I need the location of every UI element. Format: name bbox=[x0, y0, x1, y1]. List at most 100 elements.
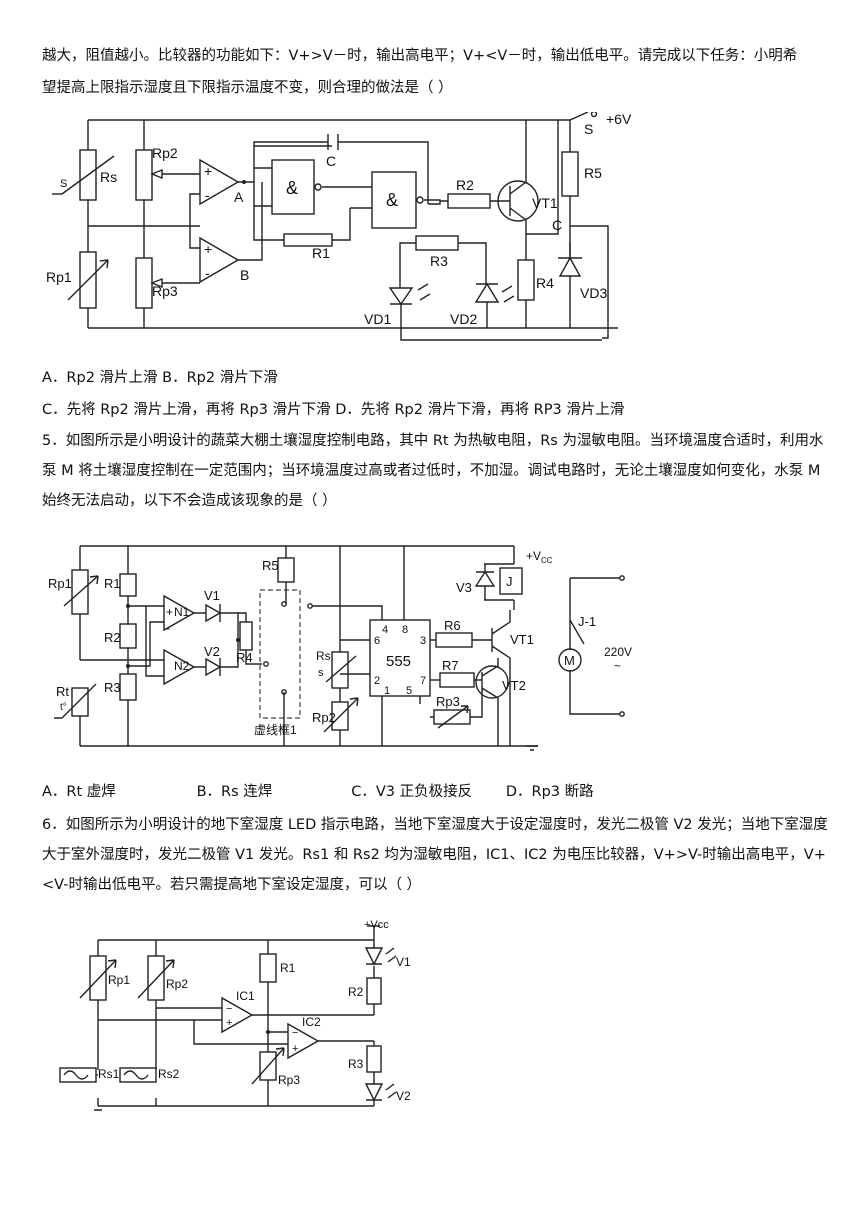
q5-label-vt1: VT1 bbox=[510, 632, 534, 647]
q5-label-r3: R3 bbox=[104, 680, 121, 695]
q6-label-ic2: IC2 bbox=[302, 1015, 321, 1029]
q5-label-r6: R6 bbox=[444, 618, 461, 633]
q6-stem: 6．如图所示为小明设计的地下室湿度 LED 指示电路，当地下室湿度大于设定湿度时… bbox=[42, 817, 828, 893]
q4-label-plus2: + bbox=[204, 241, 212, 257]
q4-label-vplus: +6V bbox=[606, 112, 632, 127]
q5-label-r2: R2 bbox=[104, 630, 121, 645]
q5-label-tilde: ~ bbox=[614, 659, 621, 673]
q4-label-rp2: Rp2 bbox=[152, 145, 178, 161]
q4-circuit-diagram: S Rs Rp2 Rp1 Rp3 + - + - A B C & & R1 R2… bbox=[46, 112, 632, 341]
q5-label-n1: N1 bbox=[174, 605, 190, 619]
q5-label-p2: 2 bbox=[374, 675, 380, 687]
q5-label-r5: R5 bbox=[262, 558, 279, 573]
q4-label-rp1: Rp1 bbox=[46, 269, 72, 285]
q4-label-node-c: C bbox=[552, 217, 562, 233]
q4-options-row1: A．Rp2 滑片上滑 B．Rp2 滑片下滑 bbox=[42, 366, 278, 387]
q5-label-ac: 220V bbox=[604, 645, 632, 659]
q5-label-chip: 555 bbox=[386, 653, 411, 670]
q5-label-v3: V3 bbox=[456, 580, 472, 595]
q4-label-cap-c: C bbox=[326, 153, 336, 169]
q5-label-dashed-box: 虚线框1 bbox=[254, 723, 297, 737]
q6-label-rs2: Rs2 bbox=[158, 1067, 180, 1081]
q5-label-p5: 5 bbox=[406, 685, 412, 697]
q5-label-r4: R4 bbox=[236, 650, 253, 665]
q4-intro-line2: 望提高上限指示湿度且下限指示温度不变，则合理的做法是（ ） bbox=[42, 80, 453, 96]
q5-label-p7: 7 bbox=[420, 675, 426, 687]
q5-circuit-diagram: Rp1 R1 R2 R3 Rt t° + N1 - N2 V1 V2 R4 R5… bbox=[48, 545, 632, 751]
q4-option-b[interactable]: B．Rp2 滑片下滑 bbox=[162, 370, 278, 386]
q5-label-p6: 6 bbox=[374, 635, 380, 647]
q5-label-rt: Rt bbox=[56, 684, 69, 699]
q4-label-a: A bbox=[234, 189, 244, 205]
q5-label-r7: R7 bbox=[442, 658, 459, 673]
q5-label-v1: V1 bbox=[204, 588, 220, 603]
q4-option-a[interactable]: A．Rp2 滑片上滑 bbox=[42, 370, 158, 386]
q4-label-r5: R5 bbox=[584, 165, 602, 181]
q4-label-minus2: - bbox=[205, 265, 210, 281]
q5-label-j: J bbox=[506, 574, 513, 589]
q6-label-rp3: Rp3 bbox=[278, 1073, 300, 1087]
q5-label-vcc: +VCC bbox=[526, 549, 553, 565]
q5-option-a[interactable]: A．Rt 虚焊 bbox=[42, 784, 116, 800]
q5-label-m: M bbox=[564, 653, 575, 668]
q4-label-rs: Rs bbox=[100, 169, 117, 185]
q5-options: A．Rt 虚焊 B．Rs 连焊 C．V3 正负极接反 D．Rp3 断路 bbox=[42, 780, 594, 801]
q6-label-rs1: Rs1 bbox=[98, 1067, 120, 1081]
q5-option-d[interactable]: D．Rp3 断路 bbox=[505, 784, 594, 800]
q5-label-j1: J-1 bbox=[578, 614, 596, 629]
q4-label-and2: & bbox=[386, 190, 398, 210]
q5-label-p3: 3 bbox=[420, 635, 426, 647]
q4-option-d[interactable]: D．先将 Rp2 滑片下滑，再将 RP3 滑片上滑 bbox=[335, 402, 625, 418]
q4-label-vd2: VD2 bbox=[450, 311, 477, 327]
q6-circuit-diagram: +Vcc Rp1 Rp2 R1 IC1 IC2 − + − + V1 R2 Rs… bbox=[59, 920, 411, 1111]
q5-label-rp2: Rp2 bbox=[312, 710, 336, 725]
q4-options-row2: C．先将 Rp2 滑片上滑，再将 Rp3 滑片下滑 D．先将 Rp2 滑片下滑，… bbox=[42, 398, 624, 419]
q6-label-rp1: Rp1 bbox=[108, 973, 130, 987]
q5-stem: 5．如图所示是小明设计的蔬菜大棚土壤湿度控制电路，其中 Rt 为热敏电阻，Rs … bbox=[42, 433, 824, 509]
q4-intro-line1: 越大，阻值越小。比较器的功能如下：V+>V－时，输出高电平；V+<V－时，输出低… bbox=[42, 48, 798, 64]
q4-label-r1: R1 bbox=[312, 245, 330, 261]
q4-label-switch-s: S bbox=[584, 121, 593, 137]
q4-label-vd1: VD1 bbox=[364, 311, 391, 327]
q5-label-v2: V2 bbox=[204, 644, 220, 659]
q6-label-plus2: + bbox=[292, 1043, 298, 1055]
q5-label-plus: + bbox=[166, 605, 173, 619]
q4-label-vt1: VT1 bbox=[532, 195, 558, 211]
q4-label-r4: R4 bbox=[536, 275, 554, 291]
q5-label-r1: R1 bbox=[104, 576, 121, 591]
q5-option-b[interactable]: B．Rs 连焊 bbox=[196, 784, 273, 800]
q6-label-minus1: − bbox=[226, 1003, 232, 1015]
q6-label-minus2: − bbox=[292, 1027, 298, 1039]
q6-label-vcc: +Vcc bbox=[364, 920, 389, 931]
q5-label-p8: 8 bbox=[402, 624, 408, 636]
q5-label-vt2: VT2 bbox=[502, 678, 526, 693]
q6-label-plus1: + bbox=[226, 1017, 232, 1029]
q6-label-rp2: Rp2 bbox=[166, 977, 188, 991]
q5-label-rs: Rs bbox=[316, 649, 331, 663]
q4-label-rp3: Rp3 bbox=[152, 283, 178, 299]
q6-label-ic1: IC1 bbox=[236, 989, 255, 1003]
q6-label-r1: R1 bbox=[280, 961, 296, 975]
q4-label-vd3: VD3 bbox=[580, 285, 607, 301]
q6-label-r3: R3 bbox=[348, 1057, 364, 1071]
q6-label-v1: V1 bbox=[396, 955, 411, 969]
q5-label-rp1: Rp1 bbox=[48, 576, 72, 591]
q4-label-plus1: + bbox=[204, 163, 212, 179]
q4-label-minus1: - bbox=[205, 187, 210, 203]
q4-label-b: B bbox=[240, 267, 249, 283]
q5-label-p1: 1 bbox=[384, 685, 390, 697]
q5-label-s: s bbox=[318, 667, 324, 679]
q4-label-s: S bbox=[60, 178, 67, 190]
q4-label-and1: & bbox=[286, 178, 298, 198]
q4-label-r3: R3 bbox=[430, 253, 448, 269]
q5-option-c[interactable]: C．V3 正负极接反 bbox=[351, 784, 473, 800]
q5-label-p4: 4 bbox=[382, 624, 388, 636]
q6-label-r2: R2 bbox=[348, 985, 364, 999]
q5-label-minus: - bbox=[166, 621, 170, 635]
q6-label-v2: V2 bbox=[396, 1089, 411, 1103]
q5-label-t: t° bbox=[60, 702, 67, 713]
q4-label-r2: R2 bbox=[456, 177, 474, 193]
q4-option-c[interactable]: C．先将 Rp2 滑片上滑，再将 Rp3 滑片下滑 bbox=[42, 402, 331, 418]
q5-label-rp3: Rp3 bbox=[436, 694, 460, 709]
q5-label-n2: N2 bbox=[174, 659, 190, 673]
